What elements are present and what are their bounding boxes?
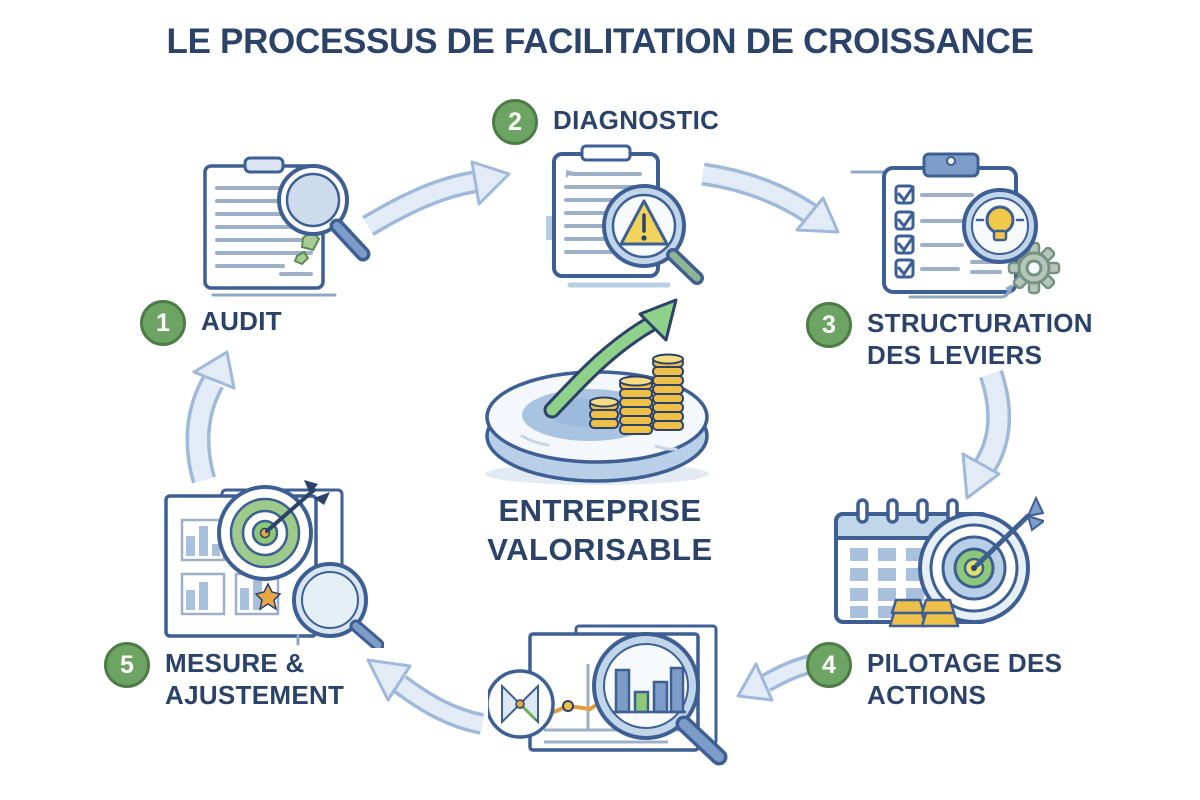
step-2-number-badge: 2 (492, 99, 538, 145)
document-magnifier-icon (203, 156, 371, 297)
clipboard-warning-magnifier-icon (546, 144, 704, 288)
step-4-header: 4 PILOTAGE DES ACTIONS (806, 642, 1086, 711)
arrow-diagnostic-to-structuration (701, 162, 840, 234)
step-2-header: 2 DIAGNOSTIC (492, 99, 719, 145)
arrow-mesure-to-audit (185, 350, 236, 484)
step-5-label: MESURE & AJUSTEMENT (165, 648, 345, 710)
calendar-target-dart-icon (834, 495, 1044, 628)
step-3-number-badge: 3 (806, 302, 852, 348)
step-2-label: DIAGNOSTIC (553, 105, 720, 135)
step-4-number-badge: 4 (806, 642, 852, 688)
step-3-label: STRUCTURATION DES LEVIERS (867, 308, 1093, 370)
step-5-header: 5 MESURE & AJUSTEMENT (104, 642, 364, 711)
checklist-lightbulb-gear-icon (850, 152, 1061, 299)
diagram-title: LE PROCESSUS DE FACILITATION DE CROISSAN… (166, 22, 1034, 61)
step-1-number-badge: 1 (140, 300, 186, 346)
step-4-label: PILOTAGE DES ACTIONS (867, 648, 1063, 710)
step-5-number-badge: 5 (104, 642, 150, 688)
center-label-line1: ENTREPRISE (498, 493, 702, 528)
center-label-line2: VALORISABLE (487, 531, 713, 567)
step-1-header: 1 AUDIT (140, 300, 282, 346)
center-label: ENTREPRISE VALORISABLE (430, 492, 770, 570)
step-1-label: AUDIT (201, 306, 282, 336)
coin-stacks-growth-arrow-pedestal (485, 298, 709, 485)
arrow-structuration-to-pilotage (961, 370, 1012, 500)
chart-analysis-magnifier-icon (488, 624, 728, 766)
reports-target-magnifier-icon (164, 480, 384, 648)
step-3-header: 3 STRUCTURATION DES LEVIERS (806, 302, 1096, 371)
arrow-audit-to-diagnostic (362, 160, 511, 236)
arrow-analysis-to-mesure (366, 658, 485, 735)
